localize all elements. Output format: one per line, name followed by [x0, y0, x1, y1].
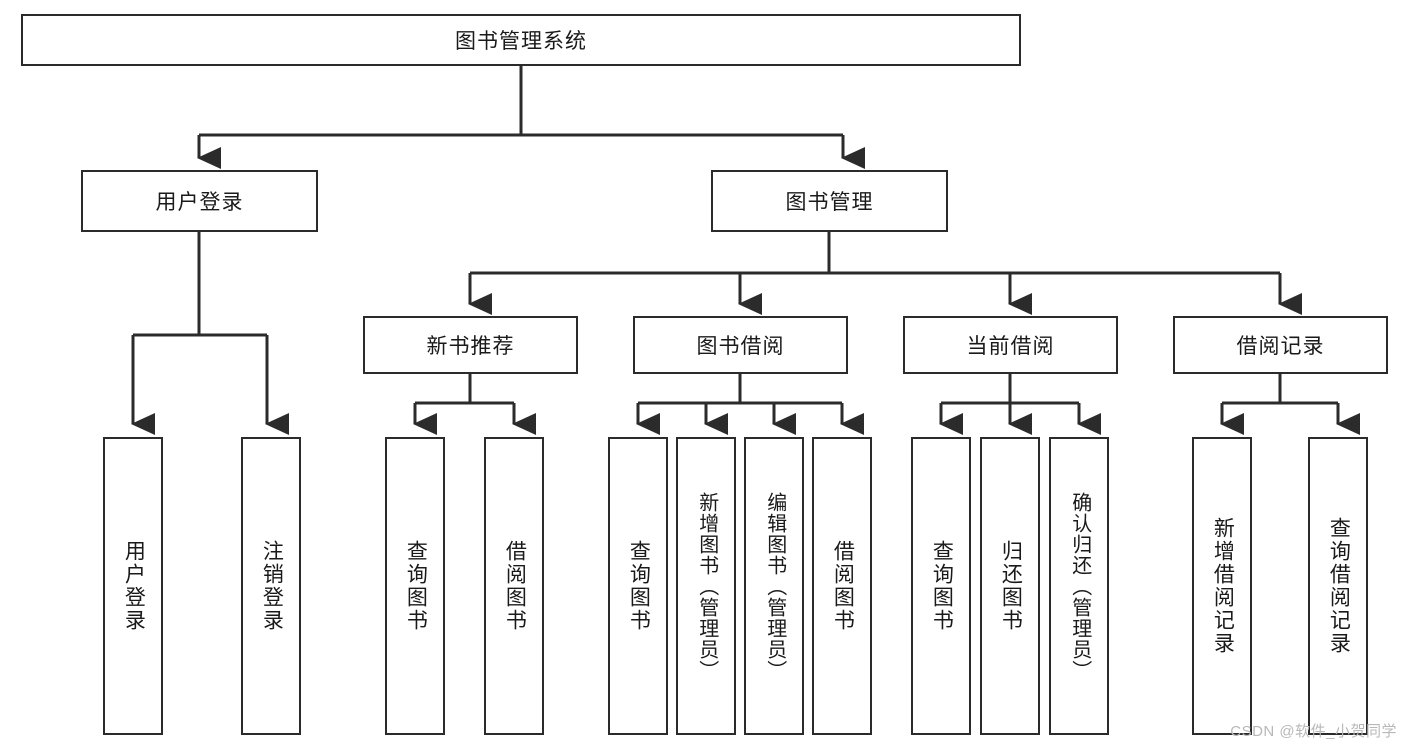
- node-leaf-query-book-1-label: 查询图书: [404, 540, 428, 632]
- node-leaf-borrow-book-1-label: 借阅图书: [503, 540, 527, 632]
- node-leaf-logout[interactable]: 注销登录: [241, 437, 301, 735]
- csdn-watermark: CSDN @软件_小贺同学: [1230, 723, 1397, 740]
- node-book-borrow[interactable]: 图书借阅: [633, 316, 848, 374]
- node-leaf-borrow-book-2-label: 借阅图书: [831, 540, 855, 632]
- node-book-manage-label: 图书管理: [785, 191, 874, 214]
- node-root-label: 图书管理系统: [455, 30, 587, 53]
- node-book-manage[interactable]: 图书管理: [711, 170, 948, 232]
- node-borrow-record[interactable]: 借阅记录: [1173, 316, 1388, 374]
- node-leaf-add-record[interactable]: 新增借阅记录: [1192, 437, 1252, 735]
- node-new-book-rec[interactable]: 新书推荐: [363, 316, 578, 374]
- node-leaf-add-book[interactable]: 新增图书（管理员）: [676, 437, 736, 735]
- node-leaf-borrow-book-2[interactable]: 借阅图书: [812, 437, 872, 735]
- node-new-book-rec-label: 新书推荐: [426, 335, 515, 358]
- node-leaf-query-book-2[interactable]: 查询图书: [608, 437, 668, 735]
- node-current-borrow[interactable]: 当前借阅: [903, 316, 1118, 374]
- node-leaf-confirm-return-label: 确认归还（管理员）: [1068, 491, 1091, 681]
- node-leaf-query-book-1[interactable]: 查询图书: [385, 437, 445, 735]
- node-leaf-edit-book-label: 编辑图书（管理员）: [763, 491, 786, 681]
- node-user-login[interactable]: 用户登录: [81, 170, 318, 232]
- node-borrow-record-label: 借阅记录: [1236, 335, 1325, 358]
- node-leaf-user-login[interactable]: 用户登录: [103, 437, 163, 735]
- node-book-borrow-label: 图书借阅: [696, 335, 785, 358]
- node-leaf-query-record-label: 查询借阅记录: [1327, 517, 1351, 655]
- node-current-borrow-label: 当前借阅: [966, 335, 1055, 358]
- node-leaf-return-book-label: 归还图书: [999, 540, 1023, 632]
- node-leaf-query-record[interactable]: 查询借阅记录: [1308, 437, 1368, 735]
- node-leaf-query-book-3-label: 查询图书: [930, 540, 954, 632]
- node-leaf-edit-book[interactable]: 编辑图书（管理员）: [744, 437, 804, 735]
- node-user-login-label: 用户登录: [155, 191, 244, 214]
- node-leaf-confirm-return[interactable]: 确认归还（管理员）: [1049, 437, 1109, 735]
- node-leaf-add-book-label: 新增图书（管理员）: [695, 491, 718, 681]
- node-root[interactable]: 图书管理系统: [21, 14, 1021, 66]
- node-leaf-logout-label: 注销登录: [260, 540, 284, 632]
- node-leaf-add-record-label: 新增借阅记录: [1211, 517, 1235, 655]
- node-leaf-query-book-2-label: 查询图书: [627, 540, 651, 632]
- node-leaf-borrow-book-1[interactable]: 借阅图书: [484, 437, 544, 735]
- node-leaf-return-book[interactable]: 归还图书: [980, 437, 1040, 735]
- node-leaf-user-login-label: 用户登录: [122, 540, 146, 632]
- node-leaf-query-book-3[interactable]: 查询图书: [911, 437, 971, 735]
